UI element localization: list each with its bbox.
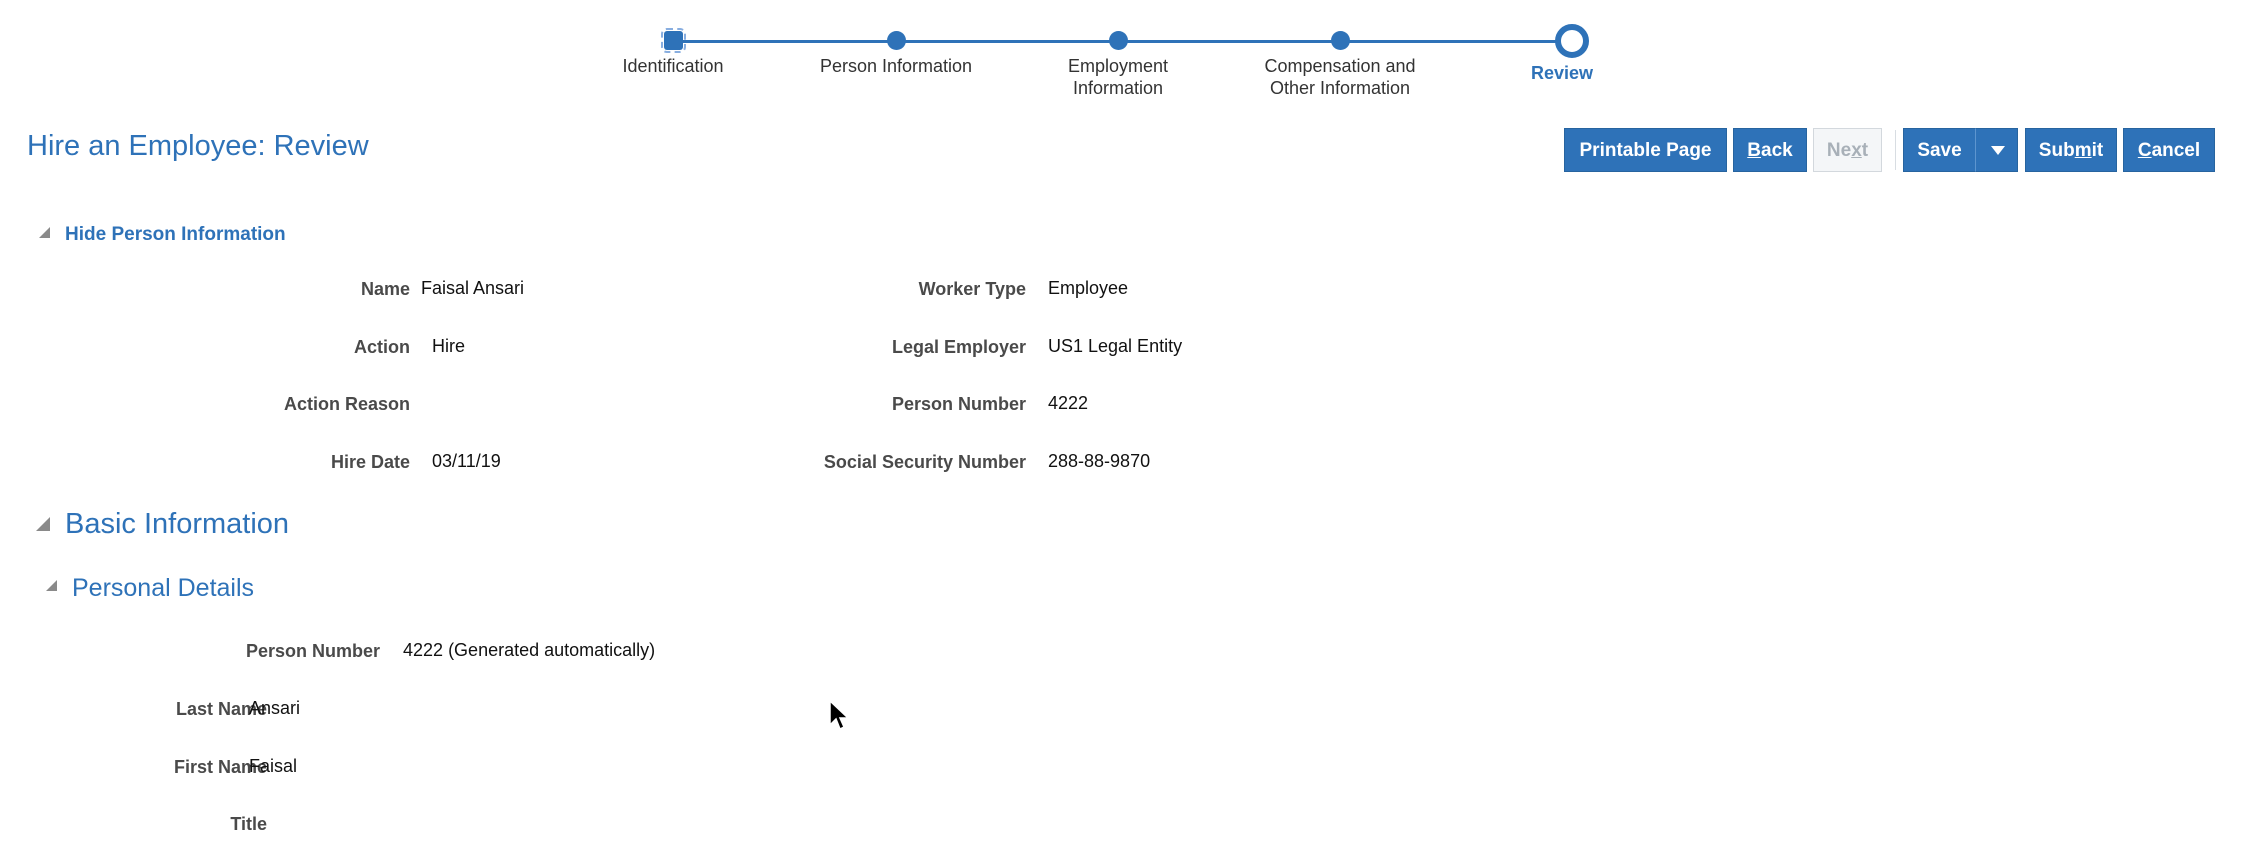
collapse-triangle-icon[interactable] bbox=[39, 227, 50, 238]
field-label-person-number: Person Number bbox=[245, 641, 380, 661]
back-access-key: B bbox=[1747, 140, 1762, 161]
field-label-title: Title bbox=[230, 814, 267, 834]
field-label-last-name: Last Name bbox=[175, 699, 267, 719]
field-value-first-name: Faisal bbox=[249, 756, 298, 776]
field-value-last-name: Ansari bbox=[249, 698, 301, 718]
train-label-identification[interactable]: Identification bbox=[622, 55, 723, 77]
field-label-person-number: Person Number bbox=[891, 394, 1026, 414]
train-label-text: Information bbox=[1072, 78, 1164, 98]
field-label-name: Name bbox=[360, 279, 410, 299]
field-label-action-reason: Action Reason bbox=[283, 394, 410, 414]
train-label-text: Employment bbox=[1067, 56, 1169, 76]
collapse-triangle-icon[interactable] bbox=[46, 580, 57, 591]
train-label-text: Compensation and bbox=[1264, 56, 1416, 76]
save-options-chevron-down-icon[interactable] bbox=[1975, 128, 2018, 172]
train-label-employment-information[interactable]: Employment Information bbox=[1068, 55, 1168, 99]
field-label-legal-employer: Legal Employer bbox=[891, 337, 1026, 357]
train-stop-person-information[interactable] bbox=[887, 31, 906, 50]
next-label: Ne bbox=[1826, 140, 1852, 161]
train-label-text: Other Information bbox=[1269, 78, 1411, 98]
submit-access-key: m bbox=[2074, 140, 2092, 161]
train-stop-review-current bbox=[1555, 24, 1589, 58]
submit-button[interactable]: Submit bbox=[2025, 128, 2117, 172]
train-label-person-information[interactable]: Person Information bbox=[820, 55, 972, 77]
cancel-label: ancel bbox=[2151, 140, 2201, 161]
field-value-hire-date: 03/11/19 bbox=[432, 451, 501, 471]
mouse-cursor-icon bbox=[829, 700, 849, 731]
field-value-person-number: 4222 (Generated automatically) bbox=[403, 640, 655, 661]
field-label-hire-date: Hire Date bbox=[330, 452, 410, 472]
train-label-review: Review bbox=[1531, 62, 1593, 84]
field-label-action: Action bbox=[354, 337, 410, 357]
submit-label: it bbox=[2091, 140, 2104, 161]
printable-page-button[interactable]: Printable Page bbox=[1564, 128, 1727, 172]
collapse-triangle-icon[interactable] bbox=[36, 517, 50, 531]
basic-information-heading[interactable]: Basic Information bbox=[65, 508, 290, 540]
hide-person-information-link[interactable]: Hide Person Information bbox=[65, 224, 286, 245]
train-label-compensation[interactable]: Compensation and Other Information bbox=[1264, 55, 1415, 99]
field-value-action: Hire bbox=[432, 336, 466, 356]
field-value-person-number: 4222 bbox=[1048, 393, 1089, 413]
field-label-ssn: Social Security Number bbox=[823, 452, 1026, 472]
field-value-legal-employer: US1 Legal Entity bbox=[1048, 336, 1183, 356]
back-button[interactable]: Back bbox=[1733, 128, 1807, 172]
back-label: ack bbox=[1761, 140, 1793, 161]
train-stop-identification[interactable] bbox=[661, 28, 686, 53]
person-number-value: 4222 bbox=[403, 640, 444, 660]
cancel-button[interactable]: Cancel bbox=[2123, 128, 2215, 172]
train-label-text: Review bbox=[1530, 63, 1594, 83]
submit-label: Sub bbox=[2038, 140, 2075, 161]
page-title: Hire an Employee: Review bbox=[27, 130, 369, 162]
train-stop-employment-information[interactable] bbox=[1109, 31, 1128, 50]
next-button[interactable]: Next bbox=[1813, 128, 1882, 172]
next-label: t bbox=[1861, 140, 1869, 161]
train-label-text: Person Information bbox=[819, 56, 973, 76]
train-stop-compensation[interactable] bbox=[1331, 31, 1350, 50]
person-number-note: (Generated automatically) bbox=[448, 640, 656, 660]
personal-details-heading[interactable]: Personal Details bbox=[72, 574, 255, 602]
toolbar-separator bbox=[1895, 130, 1896, 170]
cancel-access-key: C bbox=[2137, 140, 2152, 161]
field-label-first-name: First Name bbox=[173, 757, 267, 777]
save-button[interactable]: Save bbox=[1903, 128, 1976, 172]
field-label-worker-type: Worker Type bbox=[918, 279, 1026, 299]
train-label-text: Identification bbox=[622, 56, 724, 76]
field-value-name: Faisal Ansari bbox=[421, 278, 525, 298]
field-value-worker-type: Employee bbox=[1048, 278, 1129, 298]
field-value-ssn: 288-88-9870 bbox=[1048, 451, 1151, 471]
next-access-key: x bbox=[1851, 140, 1862, 161]
